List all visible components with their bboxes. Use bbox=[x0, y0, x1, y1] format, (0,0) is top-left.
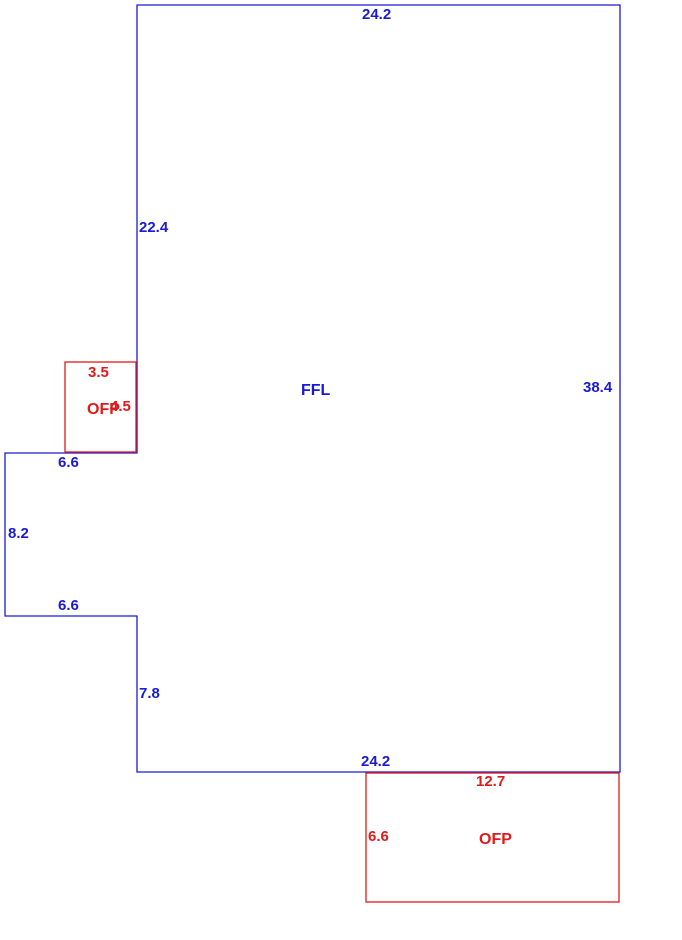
rear-porch-outline bbox=[365, 772, 620, 903]
dim-small-porch-top: 3.5 bbox=[88, 364, 109, 381]
dim-main-top: 24.2 bbox=[362, 6, 391, 23]
dim-rear-porch-top: 12.7 bbox=[476, 773, 505, 790]
dim-main-upper-left: 22.4 bbox=[139, 219, 169, 236]
main-structure-outline bbox=[4, 4, 621, 773]
dim-main-right: 38.4 bbox=[583, 379, 613, 396]
dim-bump-bottom: 6.6 bbox=[58, 597, 79, 614]
dim-bump-top: 6.6 bbox=[58, 454, 79, 471]
small-porch-outline bbox=[64, 361, 137, 453]
dim-main-bottom: 24.2 bbox=[361, 753, 390, 770]
rear-porch-area-label: OFP bbox=[479, 831, 512, 848]
dim-rear-porch-side: 6.6 bbox=[368, 828, 389, 845]
dim-small-porch-side: 4.5 bbox=[110, 398, 131, 415]
dim-bump-left: 8.2 bbox=[8, 525, 29, 542]
small-porch-area-label: OFP bbox=[87, 401, 120, 418]
main-area-label: FFL bbox=[301, 382, 331, 399]
dim-main-lower-left: 7.8 bbox=[139, 685, 160, 702]
